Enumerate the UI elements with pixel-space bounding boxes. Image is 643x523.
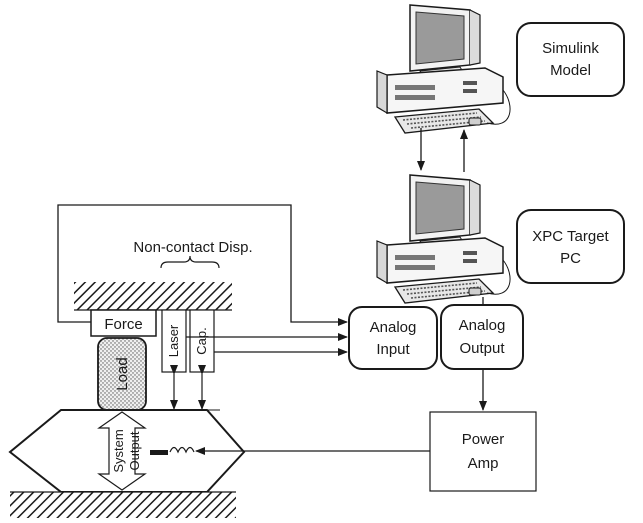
laser-sensor: Laser — [161, 309, 187, 373]
simulink-model-box: Simulink Model — [516, 22, 625, 97]
analog-output-line2: Output — [459, 340, 505, 357]
xpc-target-box: XPC Target PC — [516, 209, 625, 284]
power-amp-line1: Power — [462, 431, 505, 448]
target-computer-icon — [376, 174, 511, 304]
analog-input-line1: Analog — [370, 319, 417, 336]
system-output-arrow — [97, 411, 147, 491]
analog-input-line2: Input — [376, 341, 410, 358]
system-output-line1: System — [111, 429, 126, 472]
system-output-line2: Output — [127, 431, 142, 470]
coil-actuator-icon — [150, 446, 195, 455]
xpc-label-line1: XPC Target — [532, 228, 609, 245]
force-signal-wire — [57, 204, 348, 326]
xpc-label-line2: PC — [560, 250, 581, 267]
analog-input-box: Analog Input — [348, 306, 438, 370]
analog-output-line1: Analog — [459, 317, 506, 334]
laser-label: Laser — [166, 324, 181, 357]
cap-label: Cap. — [194, 327, 209, 354]
load-label: Load — [114, 357, 131, 390]
simulink-label-line2: Model — [550, 62, 591, 79]
force-sensor: Force — [90, 309, 157, 337]
load-block: Load — [97, 337, 147, 411]
force-label: Force — [104, 316, 142, 333]
host-computer-icon — [376, 4, 511, 134]
ground-hatch — [10, 492, 236, 518]
top-fixture-hatch — [74, 282, 232, 310]
analog-output-box: Analog Output — [440, 304, 524, 370]
cap-sensor: Cap. — [189, 309, 215, 373]
simulink-label-line1: Simulink — [542, 40, 599, 57]
sensor-brace — [160, 255, 220, 269]
non-contact-disp-label: Non-contact Disp. — [133, 239, 252, 256]
power-amp-box: Power Amp — [429, 411, 537, 492]
power-amp-line2: Amp — [468, 455, 499, 472]
